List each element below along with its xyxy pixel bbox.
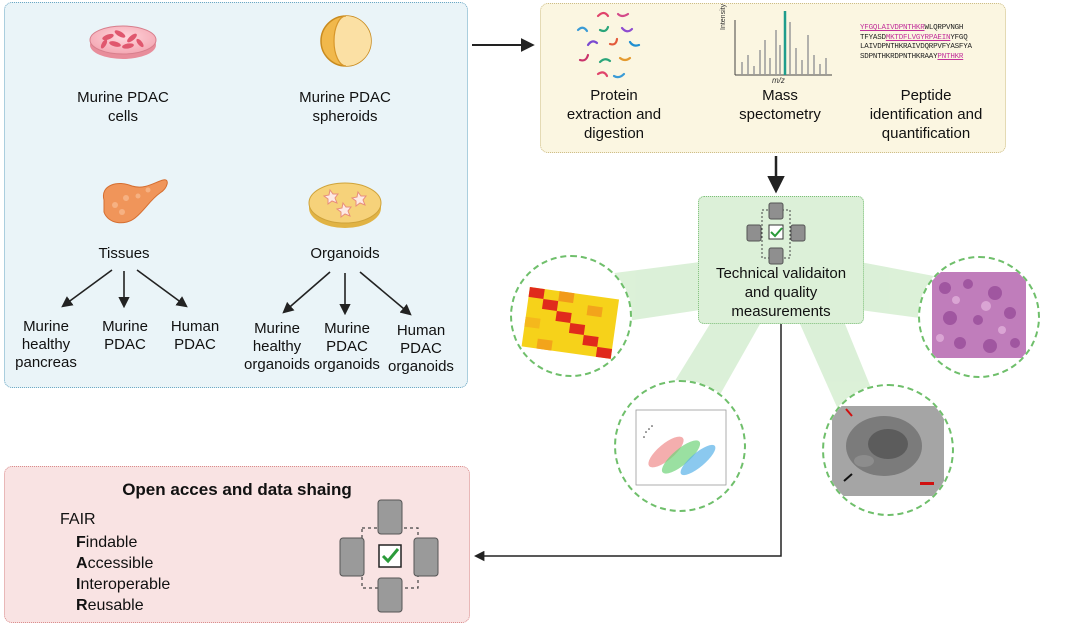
seq3-hl: PNTHKR	[937, 52, 964, 61]
tissue-branch-arrows	[61, 269, 188, 309]
qc-label-line3: measurements	[731, 303, 831, 320]
fair-item-findable: Findable	[76, 532, 170, 553]
tissue-child-1-l1: Murine	[102, 318, 148, 335]
organoid-child-2-l1: Human	[396, 322, 446, 339]
tissue-child-0-l3: pancreas	[15, 354, 77, 371]
cells-label: Murine PDAC cells	[63, 88, 183, 126]
protein-label: Protein extraction and digestion	[552, 86, 676, 143]
spectrum-x-axis-label: m/z	[772, 76, 785, 85]
peptide-label: Peptide identification and quantificatio…	[856, 86, 996, 143]
open-access-title: Open acces and data shaing	[122, 480, 352, 499]
peptide-seq-line-1: TFYASDMKTDFLVGYRPAEINYFGQ	[860, 34, 972, 44]
mass-spec-label-l1: Mass	[762, 87, 798, 104]
organoid-child-1-l2: PDAC	[326, 338, 368, 355]
fair-f: F	[76, 534, 86, 551]
spheroid-icon	[320, 15, 372, 67]
fair-item-reusable: Reusable	[76, 595, 170, 616]
tissue-child-0-l1: Murine	[23, 318, 69, 335]
petri-dish-icon	[89, 25, 157, 59]
protein-label-l3: digestion	[583, 125, 645, 142]
tissue-child-1: Murine PDAC	[92, 318, 158, 354]
fair-item-interoperable: Interoperable	[76, 574, 170, 595]
peptide-seq-line-3: SDPNTHKRDPNTHKRAAYPNTHKR	[860, 53, 972, 63]
peptide-fragments-icon	[576, 11, 641, 79]
organoid-child-1: Murine PDAC organoids	[312, 320, 382, 374]
organoid-child-1-l1: Murine	[324, 320, 370, 337]
mass-spectrum-icon	[734, 11, 832, 76]
scatter-plot-thumbnail	[635, 409, 727, 486]
organoid-child-0: Murine healthy organoids	[234, 320, 320, 374]
peptide-seq-line-2: LAIVDPNTHKRAIVDQRPVFYASFYA	[860, 43, 972, 53]
qc-label-line1: Technical validaiton	[715, 265, 847, 282]
organoid-child-0-l2: healthy	[252, 338, 302, 355]
seq1-pre: TFYASD	[860, 33, 886, 42]
histology-circle	[918, 256, 1040, 378]
organoid-branch-arrows	[282, 271, 412, 316]
scatter-circle	[614, 380, 746, 512]
spheroids-label-line2: spheroids	[312, 108, 378, 125]
organoid-child-2: Human PDAC organoids	[380, 322, 462, 376]
seq2-pre: LAIVDPNTHKRAIVDQRPVFYASFYA	[860, 43, 972, 51]
fair-list: Findable Accessible Interoperable Reusab…	[76, 532, 170, 616]
organoids-label: Organoids	[310, 245, 380, 262]
seq3-pre: SDPNTHKRDPNTHKRAAY	[860, 52, 938, 61]
electron-microscopy-thumbnail	[832, 406, 944, 496]
qc-database-icon	[746, 202, 806, 265]
spectrum-y-axis-label: Intensity	[720, 3, 727, 30]
spheroids-label-line1: Murine PDAC	[299, 89, 391, 106]
organoid-dish-icon	[308, 182, 382, 228]
qc-label-line2: and quality	[744, 284, 818, 301]
protein-label-l1: Protein	[590, 87, 638, 104]
open-database-icon	[339, 499, 439, 613]
peptide-sequences: YFGQLAIVDPNTHKRWLQRPVNGH TFYASDMKTDFLVGY…	[860, 24, 972, 62]
arrow-qc-to-open	[473, 324, 782, 562]
samples-panel	[4, 2, 468, 388]
cells-label-line2: cells	[107, 108, 138, 125]
tissue-child-1-l2: PDAC	[104, 336, 146, 353]
spheroids-label: Murine PDAC spheroids	[285, 88, 405, 126]
peptide-label-l3: quantification	[881, 125, 971, 142]
organoid-child-2-l2: PDAC	[400, 340, 442, 357]
tissue-child-0-l2: healthy	[21, 336, 71, 353]
pancreas-icon	[102, 179, 168, 224]
fair-item-accessible: Accessible	[76, 553, 170, 574]
organoid-child-1-l3: organoids	[314, 356, 380, 373]
mass-spec-label: Mass spectometry	[720, 86, 840, 124]
tissues-label: Tissues	[98, 245, 150, 262]
tissue-child-2-l1: Human	[170, 318, 220, 335]
fair-r-rest: eusable	[87, 597, 144, 614]
protein-label-l2: extraction and	[566, 106, 662, 123]
mass-spec-label-l2: spectometry	[739, 106, 821, 123]
fair-a: A	[76, 555, 88, 572]
fair-i-rest: nteroperable	[80, 576, 171, 593]
seq0-hl: YFGQLAIVDPNTHKR	[860, 24, 925, 32]
cells-label-line1: Murine PDAC	[77, 89, 169, 106]
fair-a-rest: ccessible	[87, 555, 154, 572]
histology-thumbnail	[932, 272, 1026, 358]
peptide-label-l1: Peptide	[900, 87, 952, 104]
heatmap-circle	[510, 255, 632, 377]
fair-r: R	[76, 597, 88, 614]
fair-i: I	[76, 576, 81, 593]
microscopy-circle	[822, 384, 954, 516]
peptide-seq-line-0: YFGQLAIVDPNTHKRWLQRPVNGH	[860, 24, 972, 34]
peptide-label-l2: identification and	[869, 106, 983, 123]
organoid-child-0-l3: organoids	[244, 356, 310, 373]
seq1-rest: YFGQ	[950, 33, 968, 42]
seq1-hl: MKTDFLVGYRPAEIN	[885, 33, 951, 42]
fair-heading: FAIR	[60, 511, 96, 528]
organoid-child-0-l1: Murine	[254, 320, 300, 337]
correlation-heatmap-thumbnail	[521, 286, 620, 359]
organoid-child-2-l3: organoids	[388, 358, 454, 375]
qc-label: Technical validaiton and quality measure…	[698, 264, 864, 321]
fair-f-rest: indable	[85, 534, 138, 551]
seq0-rest: WLQRPVNGH	[924, 24, 964, 32]
tissue-child-2: Human PDAC	[162, 318, 228, 354]
tissue-child-0: Murine healthy pancreas	[8, 318, 84, 372]
tissue-child-2-l2: PDAC	[174, 336, 216, 353]
